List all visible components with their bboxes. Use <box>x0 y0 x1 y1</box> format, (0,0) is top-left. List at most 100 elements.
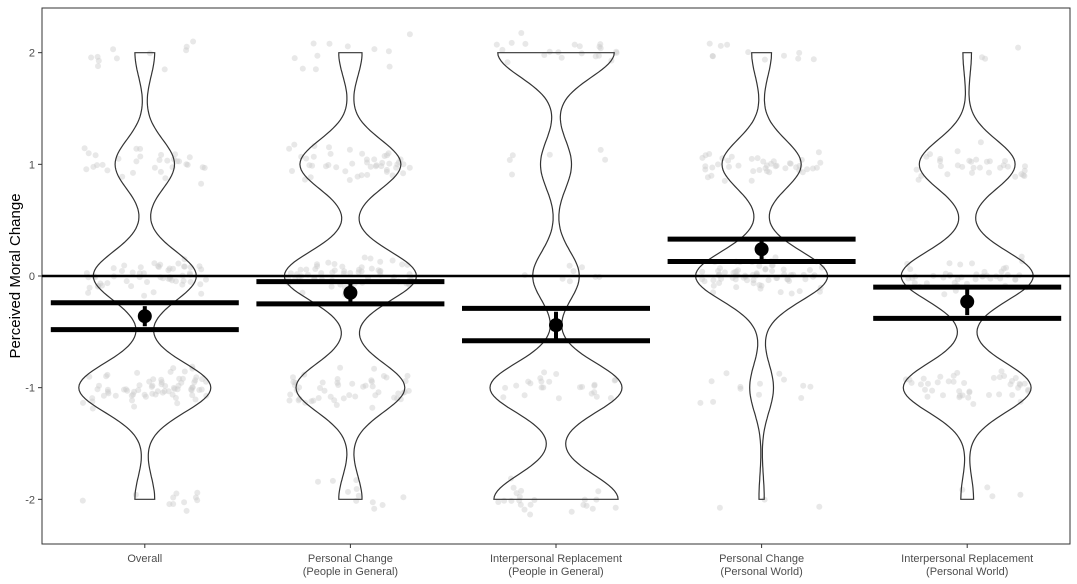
jitter-point <box>287 270 294 277</box>
jitter-point <box>516 493 523 500</box>
jitter-point <box>308 398 315 405</box>
jitter-point <box>181 499 188 506</box>
jitter-point <box>588 390 595 397</box>
jitter-point <box>800 382 807 389</box>
jitter-point <box>161 66 168 73</box>
jitter-point <box>289 168 295 174</box>
x-tick-label: Interpersonal Replacement <box>490 553 622 565</box>
y-tick-label: 2 <box>29 48 35 60</box>
jitter-point <box>194 489 201 496</box>
jitter-point <box>342 168 349 175</box>
jitter-point <box>314 263 321 270</box>
jitter-point <box>170 265 176 272</box>
jitter-point <box>377 258 384 265</box>
jitter-point <box>352 393 359 400</box>
mean-point <box>960 294 975 309</box>
jitter-point <box>908 379 915 386</box>
x-tick-label: (People in General) <box>508 566 603 578</box>
jitter-point <box>782 165 789 172</box>
jitter-point <box>1018 171 1025 178</box>
jitter-point <box>577 384 583 391</box>
jitter-point <box>315 478 321 485</box>
jitter-point <box>112 392 119 399</box>
jitter-point <box>129 269 136 276</box>
jitter-point <box>123 278 130 285</box>
jitter-point <box>970 164 977 171</box>
jitter-point <box>934 379 941 386</box>
jitter-point <box>1017 491 1024 498</box>
jitter-point <box>165 388 172 395</box>
x-tick-label: Interpersonal Replacement <box>901 553 1033 565</box>
jitter-point <box>372 392 379 399</box>
jitter-point <box>796 49 803 56</box>
jitter-point <box>737 385 744 392</box>
jitter-point <box>137 153 144 160</box>
jitter-point <box>937 373 944 380</box>
jitter-point <box>193 374 200 381</box>
jitter-point <box>158 151 165 158</box>
jitter-point <box>189 384 196 391</box>
jitter-point <box>136 270 143 277</box>
jitter-point <box>384 152 390 159</box>
jitter-point <box>750 168 757 175</box>
jitter-point <box>716 504 723 511</box>
jitter-point <box>135 387 142 394</box>
jitter-point <box>763 162 770 169</box>
jitter-point <box>780 266 787 273</box>
jitter-point <box>540 384 547 391</box>
jitter-point <box>86 284 93 291</box>
y-tick-label: -2 <box>25 494 35 506</box>
jitter-point <box>133 158 140 165</box>
jitter-point <box>508 39 515 46</box>
jitter-point <box>155 263 162 270</box>
jitter-point <box>157 261 164 268</box>
jitter-point <box>198 386 205 393</box>
jitter-point <box>174 386 181 393</box>
jitter-point <box>406 31 413 38</box>
jitter-point <box>768 160 775 167</box>
jitter-point <box>756 282 763 288</box>
jitter-point <box>969 169 975 176</box>
jitter-point <box>1015 44 1022 51</box>
jitter-point <box>314 261 320 268</box>
jitter-point <box>954 162 961 169</box>
jitter-point <box>786 278 793 284</box>
jitter-point <box>199 376 206 383</box>
jitter-point <box>167 368 174 375</box>
jitter-point <box>326 144 332 151</box>
jitter-point <box>140 270 147 277</box>
jitter-point <box>566 278 573 285</box>
jitter-point <box>192 494 199 501</box>
jitter-point <box>331 261 338 267</box>
x-tick-label: Personal Change <box>719 553 804 565</box>
jitter-point <box>187 278 194 285</box>
jitter-point <box>372 163 379 170</box>
jitter-point <box>364 159 370 166</box>
jitter-point <box>397 396 404 403</box>
jitter-point <box>504 59 511 66</box>
jitter-point <box>977 139 984 146</box>
jitter-point <box>176 158 183 165</box>
jitter-point <box>286 397 293 404</box>
jitter-point <box>371 46 378 53</box>
jitter-point <box>88 54 95 61</box>
jitter-point <box>1022 163 1028 170</box>
jitter-point <box>576 43 583 50</box>
jitter-point <box>580 501 587 508</box>
jitter-point <box>95 63 101 70</box>
jitter-point <box>199 164 206 171</box>
jitter-point <box>151 260 158 267</box>
jitter-point <box>156 157 163 163</box>
jitter-point <box>925 380 931 387</box>
jitter-point <box>716 280 723 286</box>
jitter-point <box>198 290 205 297</box>
violin-3 <box>489 52 623 500</box>
jitter-point <box>591 382 598 389</box>
jitter-point <box>394 161 401 168</box>
jitter-point <box>164 157 171 164</box>
jitter-point <box>570 268 577 275</box>
jitter-point <box>131 403 138 410</box>
jitter-point <box>769 268 776 274</box>
jitter-point <box>169 391 176 398</box>
jitter-point <box>346 392 353 399</box>
